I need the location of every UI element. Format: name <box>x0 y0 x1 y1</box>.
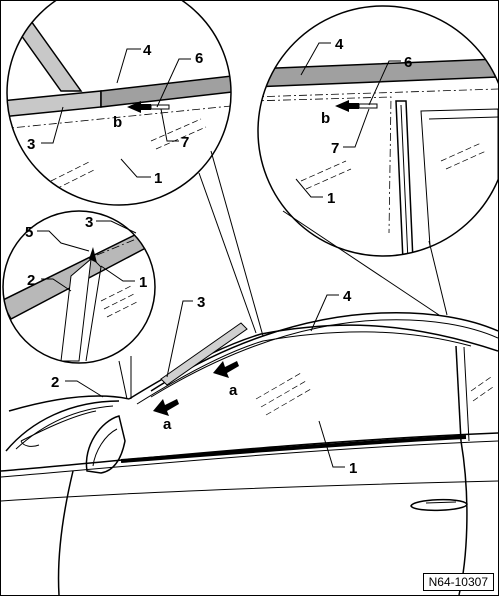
callout-leaders <box>37 42 401 468</box>
detail-circle-right <box>257 5 498 257</box>
callout-m2: 5 <box>25 224 33 241</box>
detail-circle-middle-left <box>2 210 156 364</box>
callout-k5: a <box>229 382 238 399</box>
callout-m3: 2 <box>27 272 35 289</box>
callout-c2: 6 <box>195 50 203 67</box>
callout-k1: 3 <box>197 294 205 311</box>
arrow-a-lower <box>153 399 179 416</box>
callout-r4: 7 <box>331 140 339 157</box>
callout-k2: 4 <box>343 288 352 305</box>
arrow-a-upper <box>213 361 239 378</box>
glass-reflection-main <box>255 372 494 416</box>
callout-c4: 7 <box>181 134 189 151</box>
detail-circle-top-left <box>6 1 232 206</box>
callout-c5: 3 <box>27 136 35 153</box>
callout-r2: 6 <box>404 54 412 71</box>
callout-c1: 4 <box>143 42 152 59</box>
callout-r1: 4 <box>335 36 344 53</box>
detail-connectors <box>118 150 448 400</box>
callout-c6: 1 <box>154 170 162 187</box>
callout-c3: b <box>113 114 122 131</box>
callout-m1: 3 <box>85 214 93 231</box>
callout-k3: 2 <box>51 374 59 391</box>
callout-r5: 1 <box>327 190 335 207</box>
figure-code: N64-10307 <box>422 573 494 591</box>
callout-m4: 1 <box>139 274 147 291</box>
callout-k4: a <box>163 416 172 433</box>
car-body <box>1 311 498 595</box>
callout-r3: b <box>321 110 330 127</box>
callout-k6: 1 <box>349 460 357 477</box>
